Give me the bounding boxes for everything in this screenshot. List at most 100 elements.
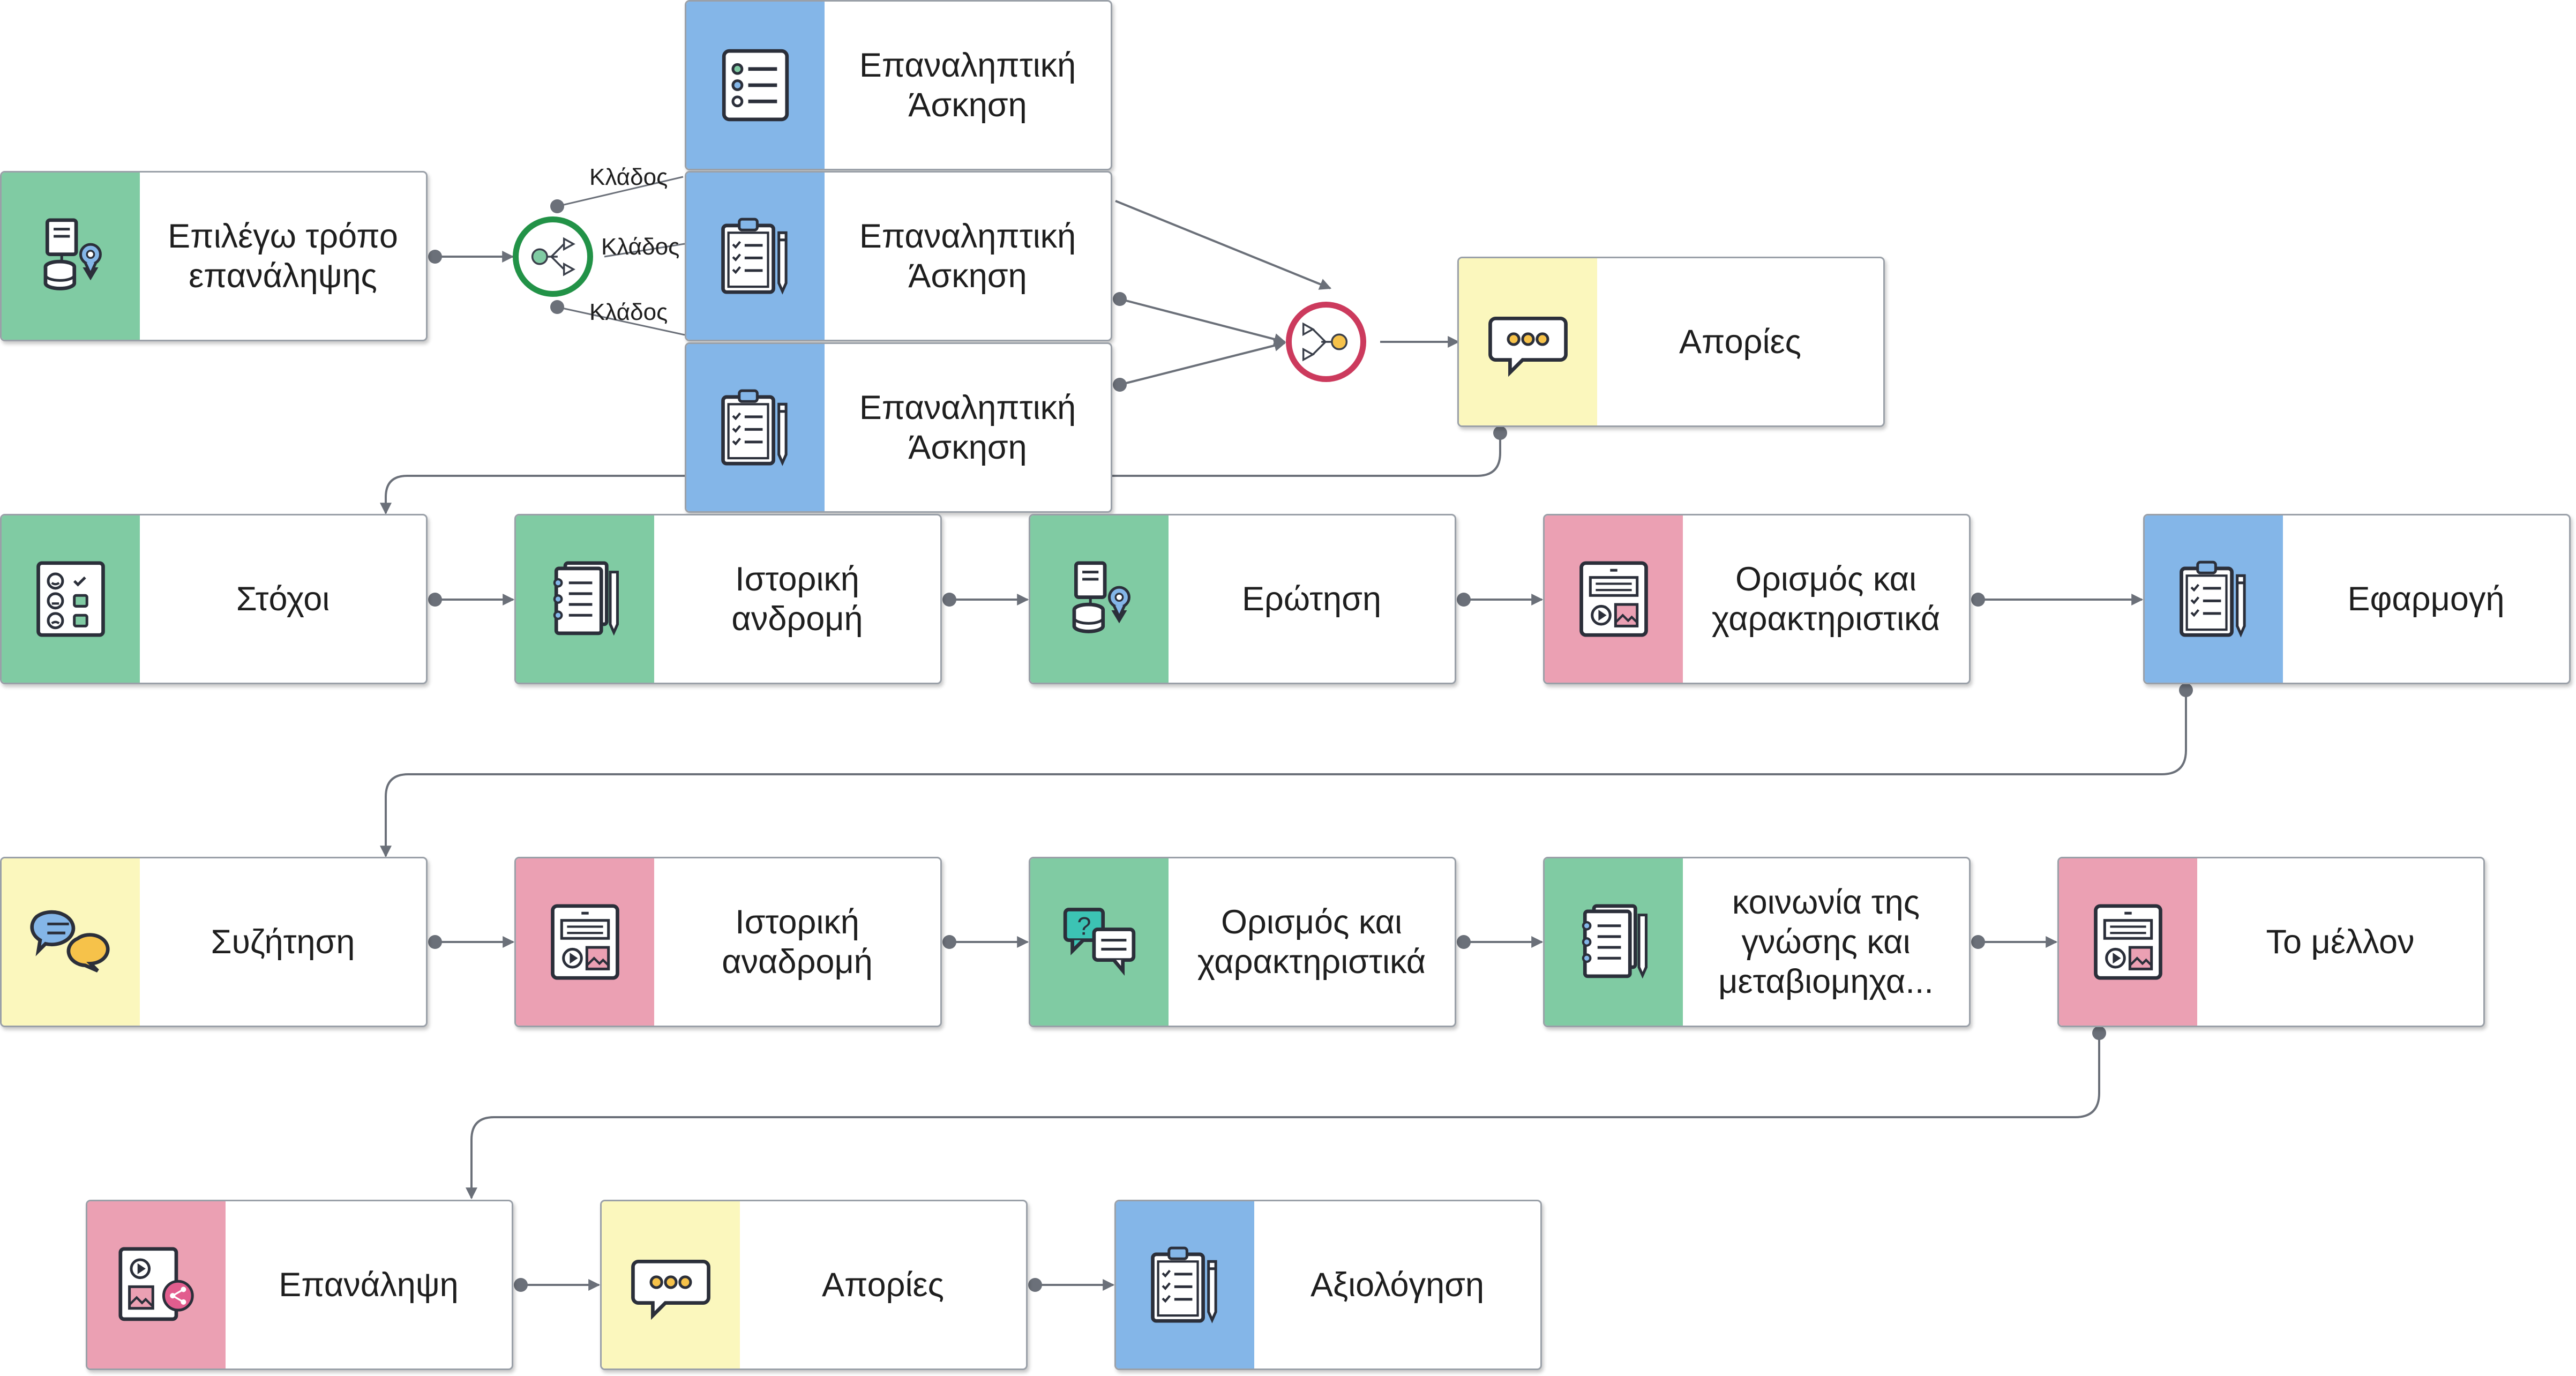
- node-label: Επαναληπτική Άσκηση: [859, 389, 1076, 466]
- node-icon-band: [1116, 1201, 1254, 1368]
- node-icon-band: [686, 173, 825, 340]
- node-label: Το μέλλον: [2266, 923, 2415, 961]
- node-n15[interactable]: Αξιολόγηση: [1114, 1200, 1542, 1370]
- clipboard-icon: [721, 218, 788, 295]
- node-label: Ερώτηση: [1242, 580, 1381, 618]
- node-icon-band: [1459, 258, 1597, 425]
- data-pin-icon: [43, 218, 102, 290]
- connector-dot: [1113, 378, 1127, 392]
- node-label: Ιστορική αναδρομή: [722, 903, 873, 981]
- node-n7[interactable]: Εφαρμογή: [2143, 514, 2571, 684]
- connector-dot: [1493, 426, 1507, 440]
- branch-label-1: Κλάδος: [589, 164, 668, 190]
- media-page-icon: [1579, 561, 1648, 637]
- data-pin-icon: [1072, 561, 1130, 633]
- clipboard-icon: [721, 389, 788, 466]
- node-icon-band: [1030, 515, 1169, 683]
- connector-dot: [1028, 1278, 1042, 1292]
- node-icon-band: [516, 858, 654, 1026]
- node-icon-band: ?: [1030, 858, 1169, 1026]
- share-media-icon: [118, 1247, 194, 1321]
- connector-dot: [942, 935, 956, 949]
- node-n5[interactable]: Ερώτηση: [1029, 514, 1456, 684]
- connector-b2-merge: [1119, 298, 1286, 345]
- node-icon-band: [1545, 515, 1683, 683]
- node-label: κοινωνία της γνώσης και μεταβιομηχα...: [1718, 884, 1934, 1000]
- question-chat-icon: ?: [1063, 908, 1136, 976]
- split-gateway[interactable]: [513, 216, 593, 297]
- node-b1[interactable]: Επαναληπτική Άσκηση: [685, 0, 1112, 170]
- node-n9[interactable]: Ιστορική αναδρομή: [514, 857, 942, 1027]
- media-page-icon: [551, 904, 619, 980]
- connector-split-b2: [604, 243, 685, 258]
- node-icon-band: [2, 515, 140, 683]
- connector-dot: [1457, 935, 1471, 949]
- node-label: Απορίες: [1679, 323, 1801, 361]
- connector-dot: [514, 1278, 528, 1292]
- connector-dot: [550, 300, 564, 314]
- node-icon-band: [2, 173, 140, 340]
- connector-dot: [550, 199, 564, 213]
- connector-n12-n13: [466, 1033, 2100, 1200]
- connector-dot: [1457, 593, 1471, 607]
- branch-label-2: Κλάδος: [601, 234, 680, 260]
- node-n14[interactable]: Απορίες: [600, 1200, 1028, 1370]
- node-label: Επανάληψη: [279, 1266, 459, 1304]
- node-n8[interactable]: Συζήτηση: [0, 857, 428, 1027]
- node-label: Ορισμός και χαρακτηριστικά: [1711, 560, 1941, 638]
- connector-split-b3: [557, 306, 685, 336]
- node-icon-band: [602, 1201, 740, 1368]
- node-n6[interactable]: Ορισμός και χαρακτηριστικά: [1543, 514, 1971, 684]
- node-label: Συζήτηση: [211, 923, 355, 961]
- speech-bubble-icon: [631, 1259, 710, 1320]
- node-label: Επιλέγω τρόπο επανάληψης: [168, 218, 398, 295]
- checklist-icon: [722, 49, 789, 122]
- node-n12[interactable]: Το μέλλον: [2057, 857, 2485, 1027]
- node-label: Επαναληπτική Άσκηση: [859, 218, 1076, 295]
- node-n13[interactable]: Επανάληψη: [86, 1200, 513, 1370]
- node-label: Ιστορική ανδρομή: [731, 560, 863, 638]
- node-icon-band: [2, 858, 140, 1026]
- node-icon-band: [1545, 858, 1683, 1026]
- node-n2[interactable]: Απορίες: [1457, 257, 1885, 427]
- node-icon-band: [516, 515, 654, 683]
- merge-gateway[interactable]: [1286, 302, 1366, 382]
- node-label: Αξιολόγηση: [1310, 1266, 1485, 1304]
- connector-n7-n8: [380, 690, 2187, 858]
- connector-split-b1: [557, 176, 684, 207]
- connector-dot: [428, 250, 442, 264]
- node-n10[interactable]: ? Ορισμός και χαρακτηριστικά: [1029, 857, 1456, 1027]
- svg-text:?: ?: [1077, 912, 1091, 940]
- connector-b1-merge: [1115, 200, 1332, 290]
- node-n1[interactable]: Επιλέγω τρόπο επανάληψης: [0, 171, 428, 341]
- connector-dot: [428, 935, 442, 949]
- notebook-icon: [553, 561, 619, 636]
- connector-dot: [428, 593, 442, 607]
- connector-dot: [1113, 292, 1127, 306]
- node-b2[interactable]: Επαναληπτική Άσκηση: [685, 171, 1112, 341]
- node-icon-band: [87, 1201, 226, 1368]
- node-label: Απορίες: [822, 1266, 944, 1304]
- node-n11[interactable]: κοινωνία της γνώσης και μεταβιομηχα...: [1543, 857, 1971, 1027]
- speech-bubble-icon: [1488, 316, 1568, 377]
- node-n4[interactable]: Ιστορική ανδρομή: [514, 514, 942, 684]
- connector-dot: [942, 593, 956, 607]
- node-label: Στόχοι: [236, 580, 330, 618]
- connector-b3-merge: [1119, 340, 1286, 386]
- split-gateway-icon: [531, 237, 575, 276]
- node-n3[interactable]: Στόχοι: [0, 514, 428, 684]
- node-b3[interactable]: Επαναληπτική Άσκηση: [685, 342, 1112, 513]
- notebook-icon: [1582, 904, 1648, 979]
- merge-gateway-icon: [1302, 322, 1348, 362]
- node-icon-band: [686, 344, 825, 511]
- clipboard-icon: [2180, 560, 2246, 638]
- connector-dot: [2179, 683, 2193, 697]
- node-icon-band: [2059, 858, 2197, 1026]
- node-label: Εφαρμογή: [2347, 580, 2505, 618]
- connector-dot: [2092, 1026, 2106, 1040]
- branch-label-3: Κλάδος: [589, 299, 668, 325]
- clipboard-icon: [1151, 1246, 1217, 1323]
- media-page-icon: [2094, 904, 2162, 980]
- node-icon-band: [686, 2, 825, 169]
